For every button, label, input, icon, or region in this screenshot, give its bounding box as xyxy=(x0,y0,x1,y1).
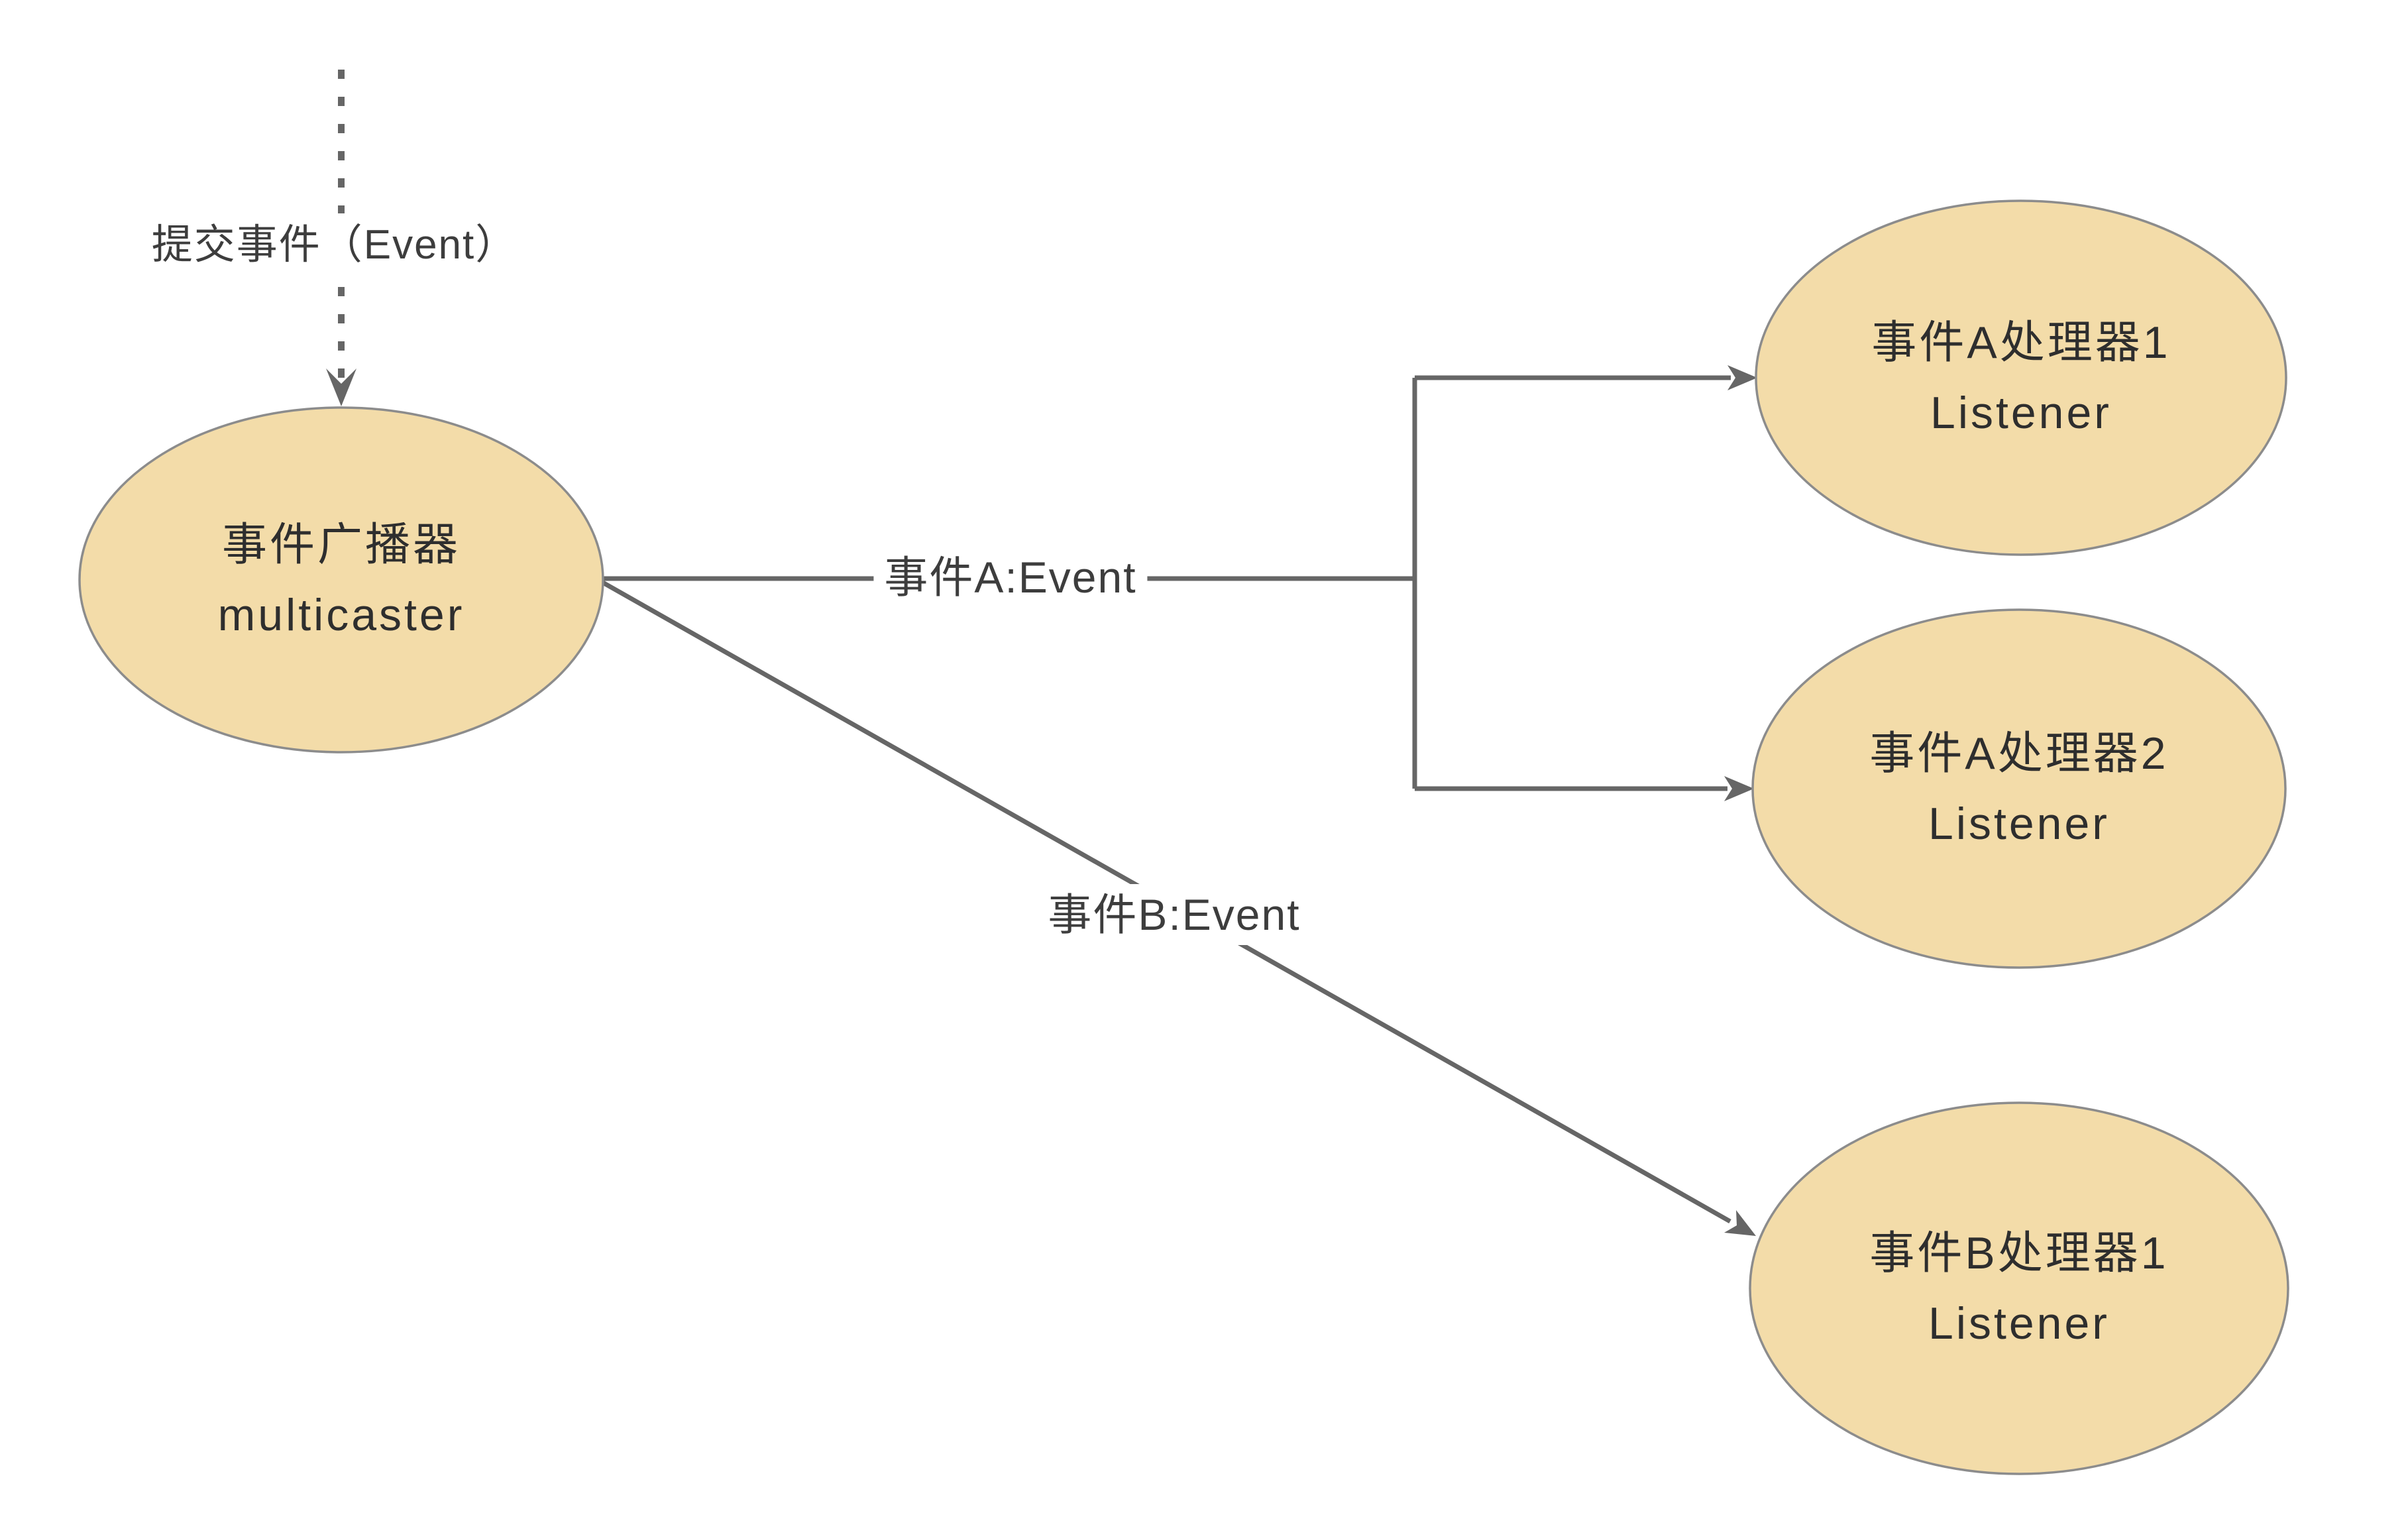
multicaster-label-line1: 事件广播器 xyxy=(221,520,461,570)
arrowhead-right-a2-icon xyxy=(1724,776,1754,801)
multicaster-node xyxy=(78,406,604,754)
submit-event-label: 提交事件（Event） xyxy=(140,213,529,277)
listener-b1-node xyxy=(1749,1101,2289,1475)
arrowhead-right-a1-icon xyxy=(1727,365,1757,390)
arrowhead-diagonal-b-icon xyxy=(1724,1210,1756,1236)
multicaster-label: 事件广播器 multicaster xyxy=(218,510,465,650)
listener-a2-label: 事件A处理器2 Listener xyxy=(1869,718,2168,859)
listener-b1-label-line2: Listener xyxy=(1928,1298,2110,1349)
listener-a1-label-line1: 事件A处理器1 xyxy=(1871,317,2171,368)
arrowhead-down-icon xyxy=(326,368,356,406)
listener-a1-label-line2: Listener xyxy=(1930,388,2112,438)
listener-a2-label-line2: Listener xyxy=(1928,799,2110,849)
listener-a1-label: 事件A处理器1 Listener xyxy=(1871,308,2170,448)
listener-a1-node xyxy=(1755,199,2287,556)
listener-b1-label-line1: 事件B处理器1 xyxy=(1869,1228,2169,1278)
listener-a2-node xyxy=(1751,608,2287,969)
listener-b1-label: 事件B处理器1 Listener xyxy=(1869,1218,2168,1359)
edge-label-event-b: 事件B:Event xyxy=(1037,884,1311,945)
multicaster-label-line2: multicaster xyxy=(217,590,465,640)
listener-a2-label-line1: 事件A处理器2 xyxy=(1869,728,2169,779)
edge-label-event-a: 事件A:Event xyxy=(873,547,1148,608)
